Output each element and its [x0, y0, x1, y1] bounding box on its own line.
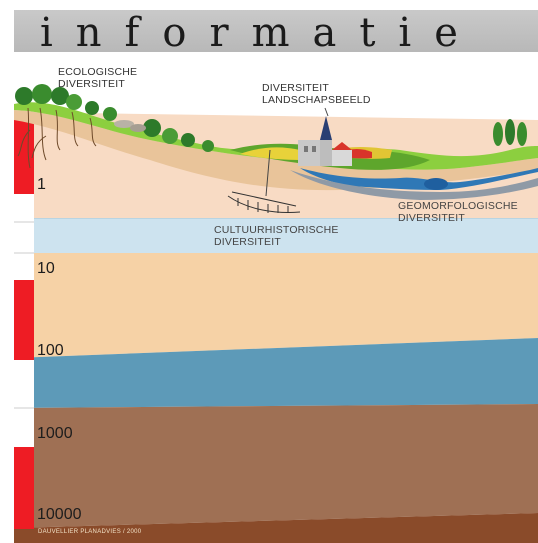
- title-band: [14, 10, 538, 52]
- scale-label-10000: 10000: [37, 506, 82, 523]
- credit-text: DAUVELLIER PLANADVIES / 2000: [38, 529, 142, 535]
- scale-label-100: 100: [37, 342, 64, 359]
- scale-bar-segment-2: [14, 280, 34, 360]
- pond: [424, 178, 448, 190]
- ecological-diversity-label: ECOLOGISCHE DIVERSITEIT: [58, 66, 137, 90]
- ecological-label-line-1: ECOLOGISCHE: [58, 66, 138, 78]
- grass-surface: [14, 102, 538, 170]
- cultural-historical-diversity-label: CULTUURHISTORISCHE DIVERSITEIT: [214, 224, 339, 248]
- geomorph-label-line-1: GEOMORFOLOGISCHE: [398, 200, 518, 212]
- tree-roots: [17, 107, 97, 169]
- layer-dark-brown: [14, 513, 538, 543]
- page-title: informatie: [40, 10, 481, 56]
- scale-bar-gap-1: [14, 194, 34, 280]
- water-channel: [300, 168, 538, 190]
- layer-brown: [14, 404, 538, 528]
- geomorph-label-line-2: DIVERSITEIT: [398, 212, 465, 224]
- church-town: [298, 116, 352, 166]
- cultural-label-line-2: DIVERSITEIT: [214, 236, 281, 248]
- leader-line-landscape: [324, 107, 329, 117]
- right-trees: [493, 119, 527, 146]
- layer-peach: [14, 253, 538, 358]
- scale-bar-gap-2: [14, 360, 34, 447]
- gray-soil-band: [290, 170, 538, 200]
- geomorphological-diversity-label: GEOMORFOLOGISCHE DIVERSITEIT: [398, 200, 518, 224]
- landscape-diversity-label: DIVERSITEIT LANDSCHAPSBEELD: [262, 82, 371, 106]
- rocks: [114, 120, 146, 132]
- scale-bar-segment-1: [14, 112, 34, 194]
- scale-bar-segment-3: [14, 447, 34, 529]
- layer-blue: [14, 338, 538, 408]
- ecological-label-line-2: DIVERSITEIT: [58, 78, 125, 90]
- landscape-label-line-2: LANDSCHAPSBEELD: [262, 94, 371, 106]
- buried-ship: [227, 191, 301, 213]
- cultural-label-line-1: CULTUURHISTORISCHE: [214, 224, 339, 236]
- layer-light-blue-top-line: [14, 218, 538, 219]
- layer-light-blue: [14, 218, 538, 253]
- scale-label-1: 1: [37, 176, 46, 193]
- leader-line-cultural: [265, 149, 271, 197]
- scale-label-10: 10: [37, 260, 55, 277]
- landscape-label-line-1: DIVERSITEIT: [262, 82, 329, 94]
- ground-topsoil: [14, 110, 538, 191]
- scale-label-1000: 1000: [37, 425, 73, 442]
- forest-trees: [15, 84, 214, 152]
